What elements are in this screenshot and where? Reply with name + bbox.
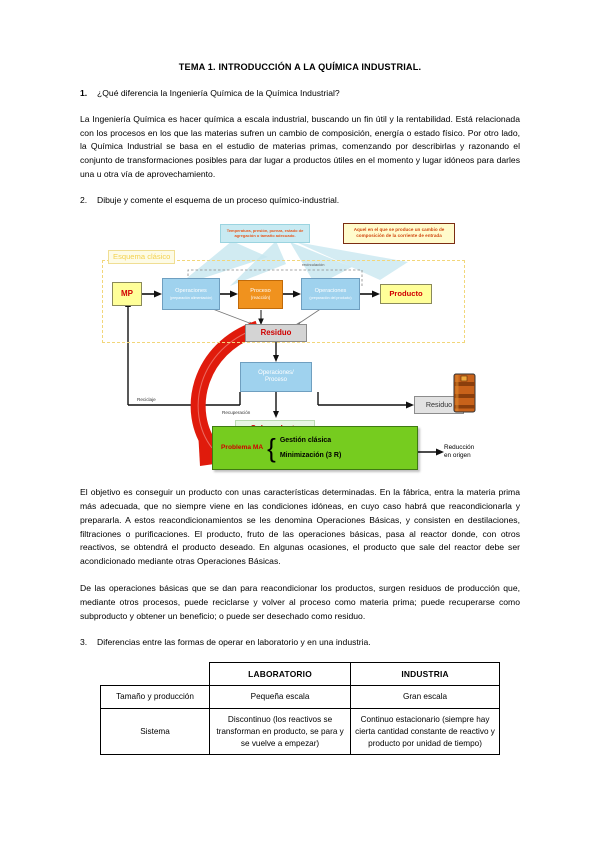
question-3: 3. Diferencias entre las formas de opera… [80, 637, 520, 649]
question-3-text: Diferencias entre las formas de operar e… [97, 637, 371, 648]
node-minimizacion: Minimización (3 R) [279, 451, 342, 459]
node-residuo-final-label: Residuo [425, 400, 453, 410]
node-op2-main: Operaciones [314, 287, 347, 294]
reduccion-line1: Reducción [444, 443, 475, 451]
comparison-table: LABORATORIO INDUSTRIA Tamaño y producció… [100, 661, 500, 756]
edge-label-recirculacion: recirculación [302, 261, 325, 267]
question-1-number: 1. [80, 88, 88, 98]
process-diagram: Temperatura, presión, pureza, estado de … [80, 220, 520, 472]
node-mp-label: MP [121, 289, 133, 299]
barrel-icon [452, 372, 478, 414]
page-title: TEMA 1. INTRODUCCIÓN A LA QUÍMICA INDUST… [178, 62, 422, 72]
node-opproc-main: Operaciones/ [258, 369, 294, 376]
table-corner-blank [101, 662, 210, 685]
question-2: 2. Dibuje y comente el esquema de un pro… [80, 195, 520, 207]
node-op1-sub: (preparación alimentación) [169, 295, 213, 300]
paragraph-1: La Ingeniería Química es hacer química a… [80, 113, 520, 180]
node-operaciones-alimentacion: Operaciones (preparación alimentación) [162, 277, 220, 310]
node-operaciones-proceso: Operaciones/ Proceso [240, 361, 312, 392]
node-problema-ma: Problema MA { Gestión clásica Minimizaci… [212, 425, 418, 470]
question-1-text: ¿Qué diferencia la Ingeniería Química de… [97, 88, 340, 98]
node-op1-main: Operaciones [175, 287, 207, 294]
node-proceso-main: Proceso [250, 288, 271, 295]
callout-process-definition: Aquel en el que se produce un cambio de … [343, 222, 455, 244]
node-mp: MP [112, 281, 142, 306]
node-op2-sub: (preparación del producto) [309, 295, 352, 300]
node-reduccion-origen: Reducción en origen [444, 444, 474, 460]
node-problema-ma-label: Problema MA [221, 444, 264, 452]
table-cell-sistema-industria: Continuo estacionario (siempre hay ciert… [350, 707, 500, 756]
node-producto-label: Producto [389, 289, 423, 299]
scheme-label: Esquema clásico [108, 249, 176, 264]
node-proceso-reaccion: Proceso (reacción) [238, 279, 283, 309]
table-rowlabel-sistema: Sistema [100, 707, 210, 756]
table-header-row: LABORATORIO INDUSTRIA [101, 661, 500, 686]
node-opproc-sub: Proceso [264, 376, 287, 383]
question-2-text: Dibuje y comente el esquema de un proces… [97, 195, 340, 206]
table-cell-tamano-industria: Gran escala [350, 684, 500, 709]
node-proceso-sub: (reacción) [250, 295, 271, 301]
table-header-industria: INDUSTRIA [350, 661, 500, 686]
node-producto: Producto [380, 283, 432, 304]
node-residuo: Residuo [245, 323, 307, 342]
table-cell-tamano-laboratorio: Pequeña escala [208, 684, 352, 709]
question-1: 1. ¿Qué diferencia la Ingeniería Química… [80, 88, 520, 100]
edge-label-recuperacion-text: Recuperación [222, 409, 251, 415]
reduccion-line2: en origen [444, 451, 471, 459]
callout-conditions: Temperatura, presión, pureza, estado de … [220, 223, 310, 243]
edge-label-reciclaje-text: Reciclaje [137, 396, 156, 402]
paragraph-3: De las operaciones básicas que se dan pa… [80, 583, 520, 622]
table-rowlabel-tamano: Tamaño y producción [100, 684, 210, 709]
paragraph-2: El objetivo es conseguir un producto con… [80, 486, 520, 567]
table-row: Sistema Discontinuo (los reactivos se tr… [100, 707, 500, 756]
table-cell-sistema-laboratorio: Discontinuo (los reactivos se transforma… [208, 707, 352, 756]
table-header-laboratorio: LABORATORIO [208, 661, 352, 686]
edge-label-recuperacion: Recuperación [222, 410, 250, 415]
edge-label-reciclaje: Reciclaje [137, 397, 156, 402]
question-2-number: 2. [80, 195, 88, 206]
node-gestion-clasica: Gestión clásica [279, 436, 332, 444]
question-3-number: 3. [80, 637, 88, 648]
table-row: Tamaño y producción Pequeña escala Gran … [100, 684, 500, 709]
scheme-frame [102, 259, 465, 343]
node-residuo-label: Residuo [260, 328, 292, 338]
node-operaciones-producto: Operaciones (preparación del producto) [301, 277, 360, 310]
